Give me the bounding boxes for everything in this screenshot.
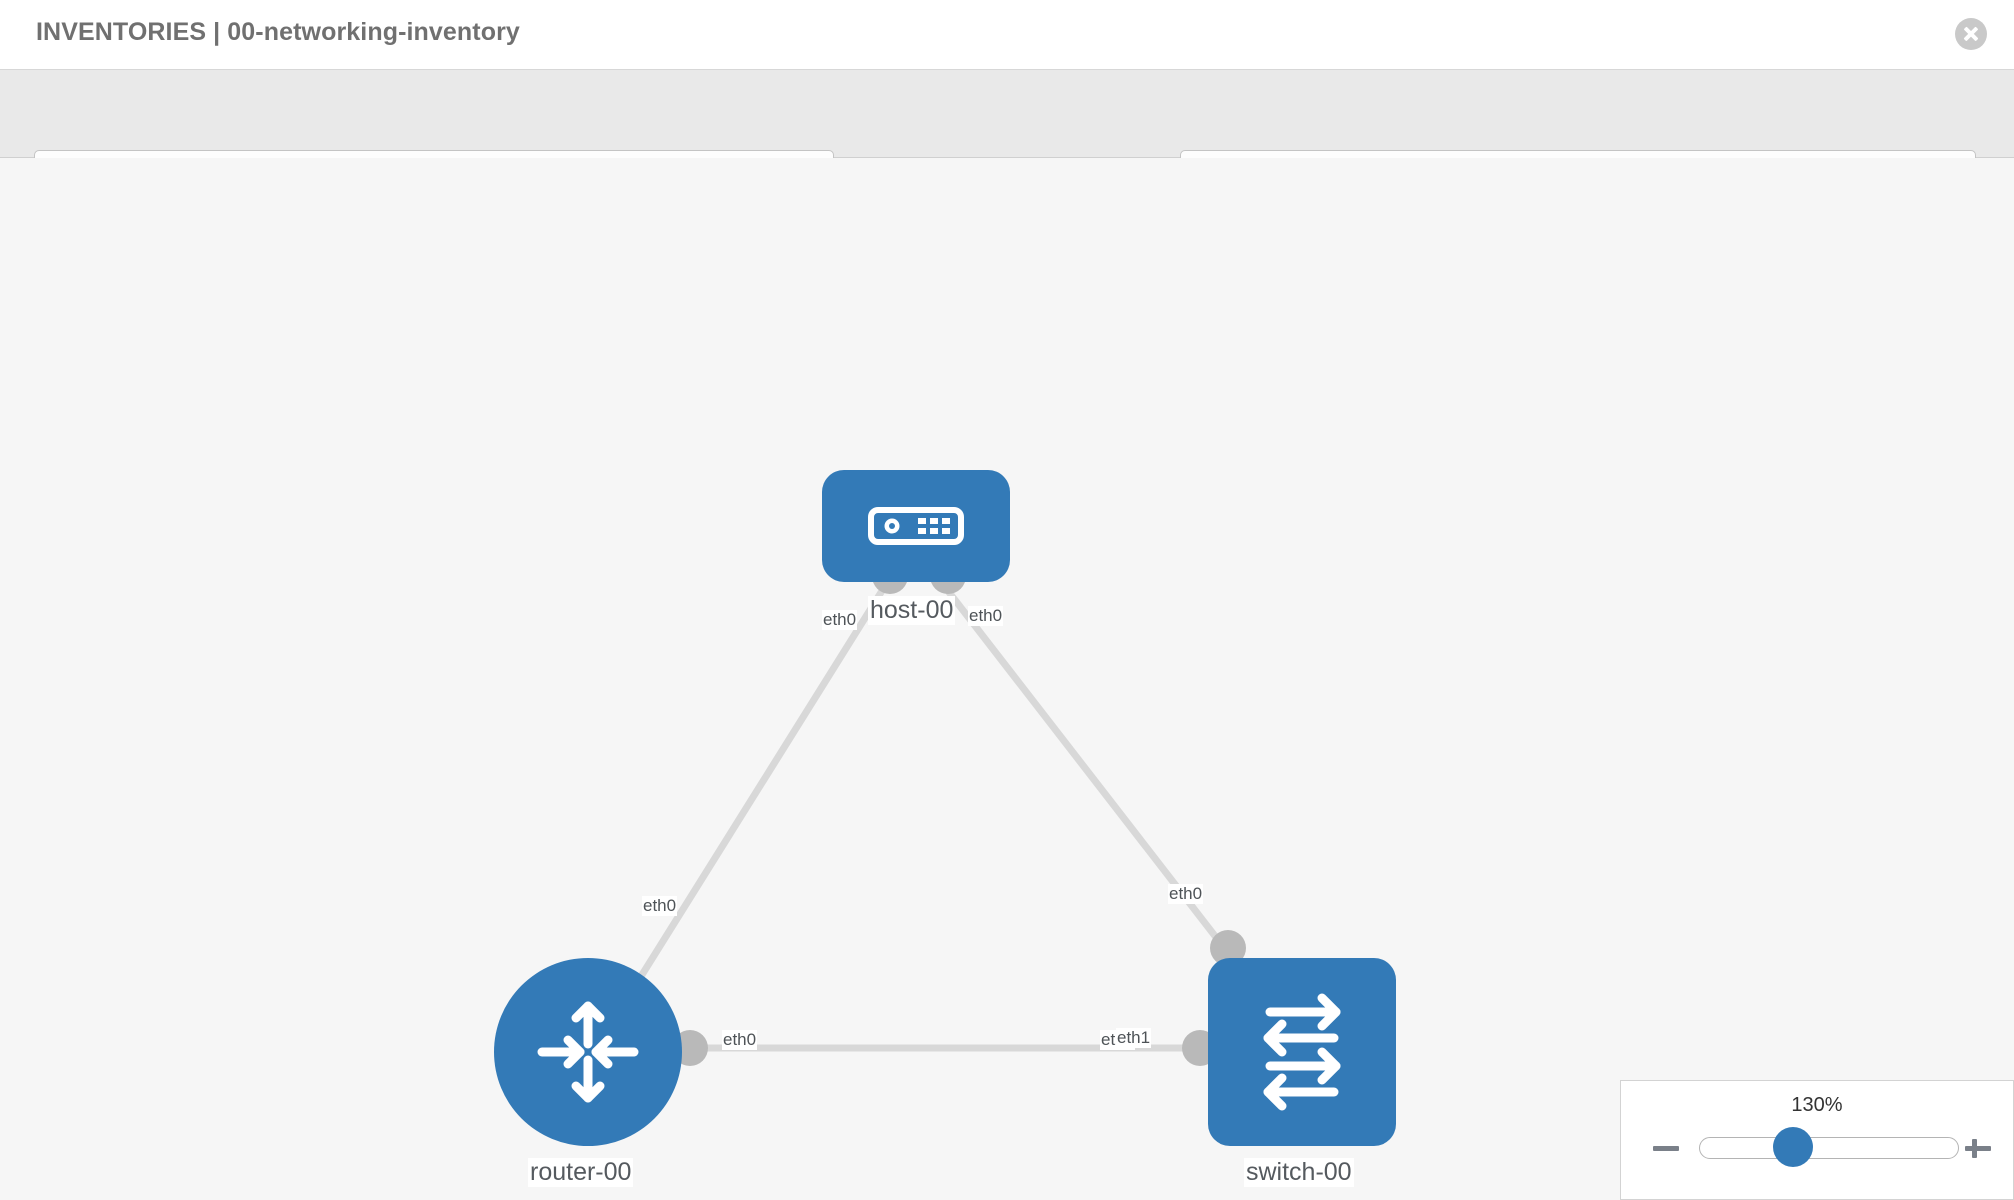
- node-host-00-shape[interactable]: [822, 470, 1010, 582]
- port-label-router00-up: eth0: [642, 896, 678, 916]
- page-header: INVENTORIES | 00-networking-inventory: [0, 0, 2014, 70]
- zoom-out-button[interactable]: [1649, 1131, 1683, 1165]
- server-icon: [868, 507, 964, 545]
- port-label-router00-right: eth0: [722, 1030, 758, 1050]
- router-arrows-icon: [537, 1001, 639, 1103]
- node-router-00-label: router-00: [528, 1158, 634, 1187]
- zoom-in-button[interactable]: [1961, 1131, 1995, 1165]
- port-label-switch00-eth1: eth1: [1116, 1028, 1152, 1048]
- page-title: INVENTORIES | 00-networking-inventory: [36, 18, 520, 46]
- port-label-host00-left: eth0: [822, 610, 858, 630]
- zoom-slider-thumb[interactable]: [1773, 1127, 1813, 1167]
- edge-host00-router00: [637, 576, 893, 980]
- topology-canvas[interactable]: host-00 router-00: [0, 158, 2014, 1200]
- zoom-control-panel: 130%: [1620, 1080, 2014, 1200]
- topology-edges: [637, 575, 1235, 1052]
- port-label-host00-right: eth0: [968, 606, 1004, 626]
- close-icon[interactable]: [1955, 18, 1987, 50]
- node-switch-00-label: switch-00: [1244, 1158, 1354, 1187]
- port-label-switch00-up: eth0: [1168, 884, 1204, 904]
- node-router-00-shape[interactable]: [494, 958, 682, 1146]
- switch-arrows-icon: [1263, 993, 1341, 1111]
- node-switch-00-shape[interactable]: [1208, 958, 1396, 1146]
- node-host-00-label: host-00: [868, 596, 956, 625]
- zoom-slider-track[interactable]: [1699, 1137, 1959, 1159]
- toolbar: ACTIONS SEARCH: [0, 70, 2014, 202]
- zoom-level-value: 130%: [1791, 1094, 1843, 1116]
